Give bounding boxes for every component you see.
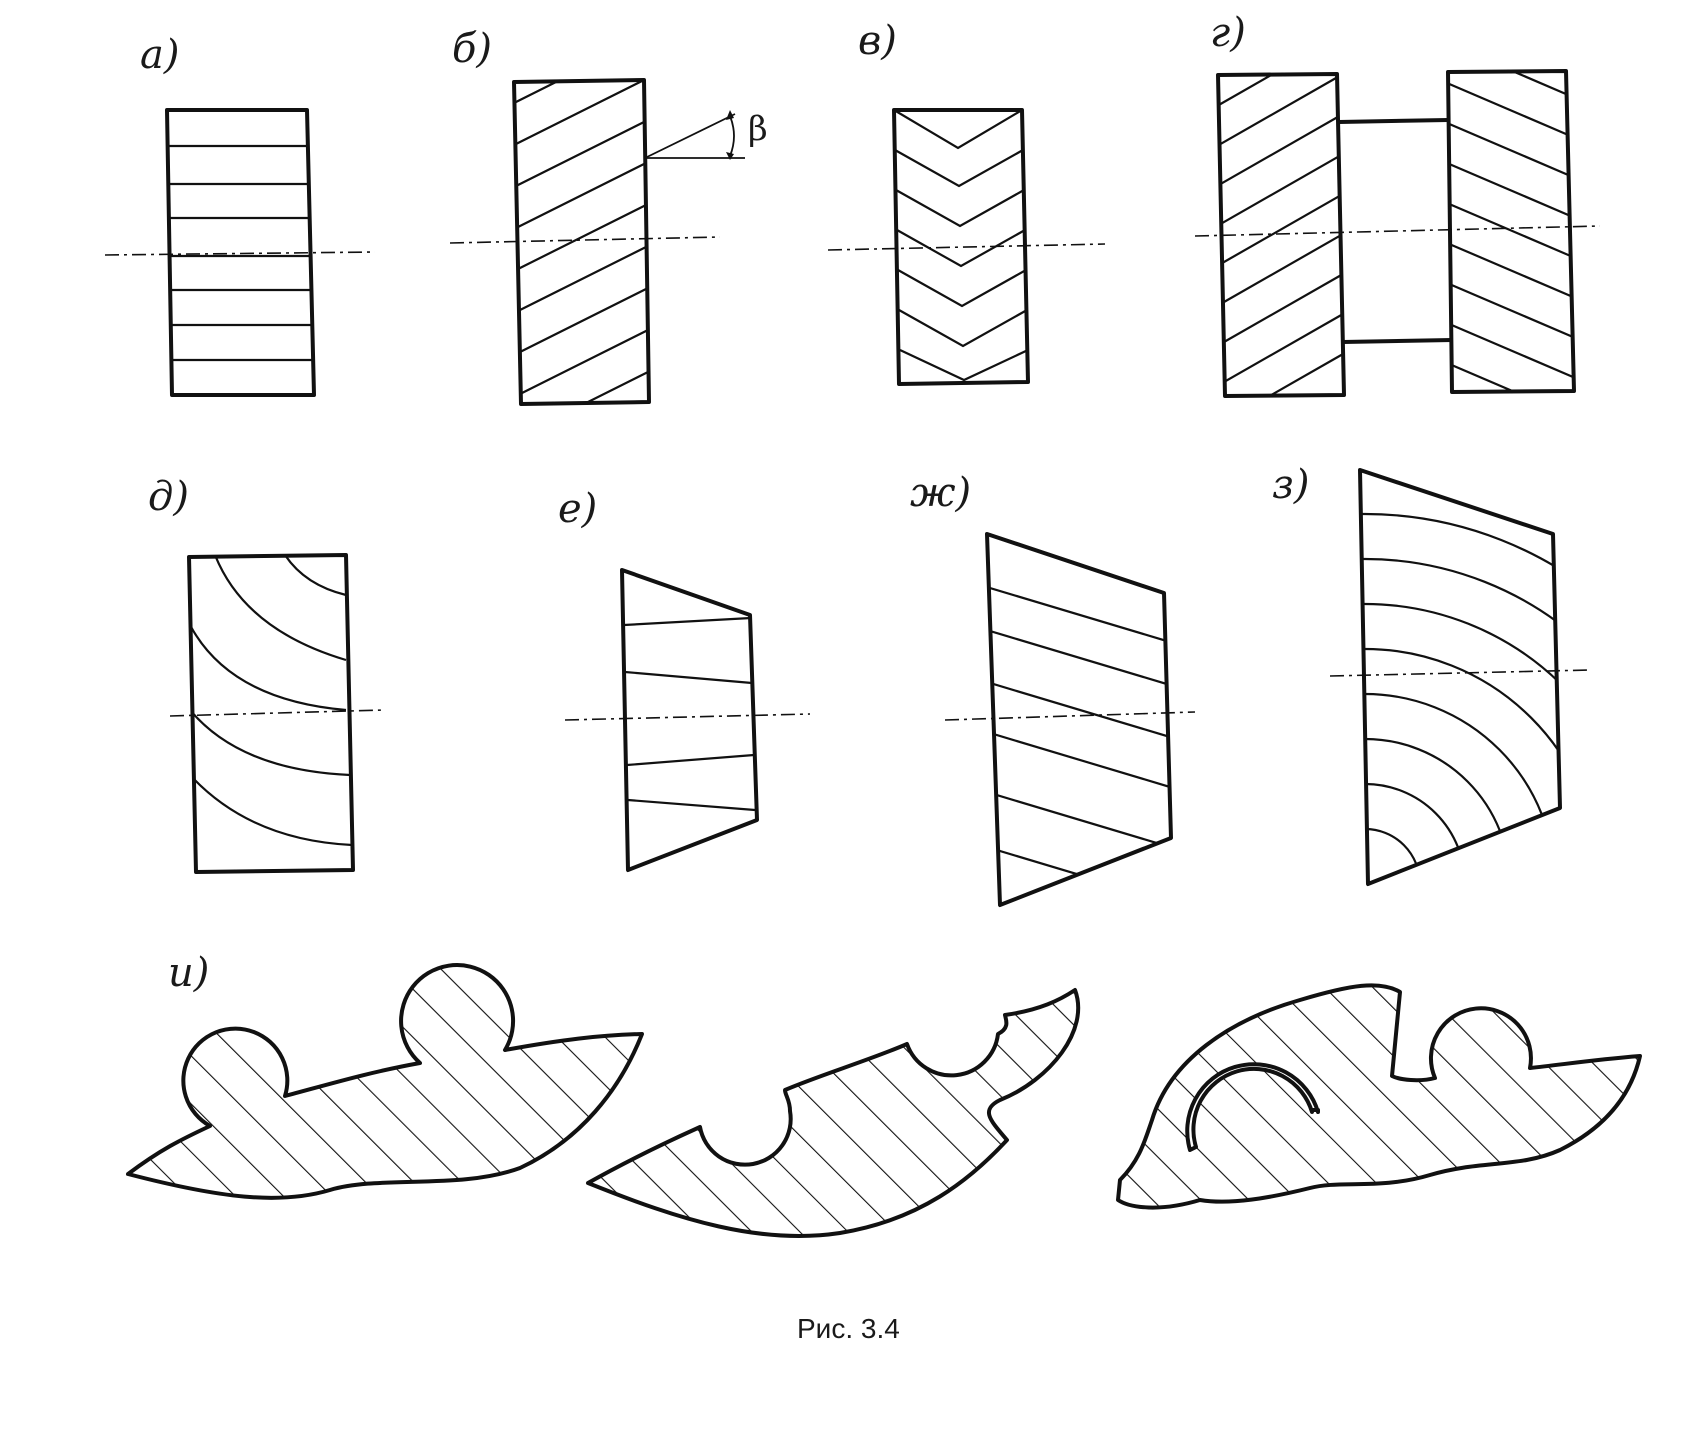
panel-a-label: а) xyxy=(140,32,179,78)
panel-z-bevel-curved-gear: з) xyxy=(1272,462,1591,886)
panel-e-center-axis xyxy=(564,713,811,721)
panel-zh-tooth-outline xyxy=(985,532,1173,907)
panel-zh-bevel-helical-gear: ж) xyxy=(910,470,1196,907)
panel-zh-label: ж) xyxy=(910,470,971,516)
panel-a-center-axis xyxy=(104,251,376,256)
panel-e-straight-teeth xyxy=(623,616,756,812)
beta-angle-label: β xyxy=(748,109,768,149)
panel-b-helical-gear: б) β xyxy=(449,26,768,406)
panel-d-curved-tooth-gear: д) xyxy=(148,474,386,874)
panel-b-helical-teeth xyxy=(514,80,649,404)
panel-i-profile-3-ring-groove xyxy=(1185,1062,1320,1152)
panel-d-label: д) xyxy=(148,474,189,520)
panel-b-tooth-outline xyxy=(512,78,651,406)
panel-i-profile-3-mixed xyxy=(1116,983,1642,1210)
panel-z-tooth-outline xyxy=(1358,468,1562,886)
panel-zh-center-axis xyxy=(944,711,1196,721)
panel-g-left-half-outline xyxy=(1216,72,1346,398)
panel-g-label: г) xyxy=(1210,10,1246,56)
panel-i-profiles: и) xyxy=(126,950,1642,1239)
panel-v-center-axis xyxy=(827,243,1106,251)
panel-a-spur-gear: а) xyxy=(104,32,376,397)
panel-g-center-axis xyxy=(1194,225,1601,237)
panel-a-tooth-outline xyxy=(165,108,316,397)
panel-v-herringbone-gear: в) xyxy=(827,18,1106,386)
panel-g-left-half-teeth xyxy=(1218,74,1344,396)
panel-b-helix-angle-marker: β xyxy=(644,109,768,160)
panel-g-double-helical-gear: г) xyxy=(1194,10,1601,398)
panel-e-label: е) xyxy=(558,486,597,532)
panel-z-center-axis xyxy=(1329,669,1591,677)
panel-zh-helical-teeth xyxy=(987,583,1171,905)
panel-e-tooth-outline xyxy=(620,568,759,872)
panel-g-right-half-teeth xyxy=(1448,71,1574,392)
panel-v-chevron-teeth xyxy=(893,109,1029,382)
panel-b-center-axis xyxy=(449,236,721,244)
panel-g-right-half-outline xyxy=(1446,69,1576,394)
panel-i-label: и) xyxy=(168,950,209,996)
panel-e-bevel-straight-gear: е) xyxy=(558,486,811,872)
panel-i-profile-1-convex xyxy=(126,963,644,1200)
panel-d-center-axis xyxy=(169,709,386,717)
panel-d-tooth-outline xyxy=(187,553,355,874)
panel-i-profile-2-concave xyxy=(586,988,1081,1239)
panel-v-tooth-outline xyxy=(892,108,1030,386)
panel-b-label: б) xyxy=(452,26,492,72)
panel-v-label: в) xyxy=(858,18,897,64)
figure-caption: Рис. 3.4 xyxy=(797,1313,900,1344)
panel-z-label: з) xyxy=(1272,462,1309,508)
panel-g-groove-bottom xyxy=(1342,338,1453,344)
panel-g-groove-top xyxy=(1338,118,1449,124)
panel-a-straight-teeth xyxy=(168,144,313,362)
panel-d-curved-teeth xyxy=(189,555,353,847)
